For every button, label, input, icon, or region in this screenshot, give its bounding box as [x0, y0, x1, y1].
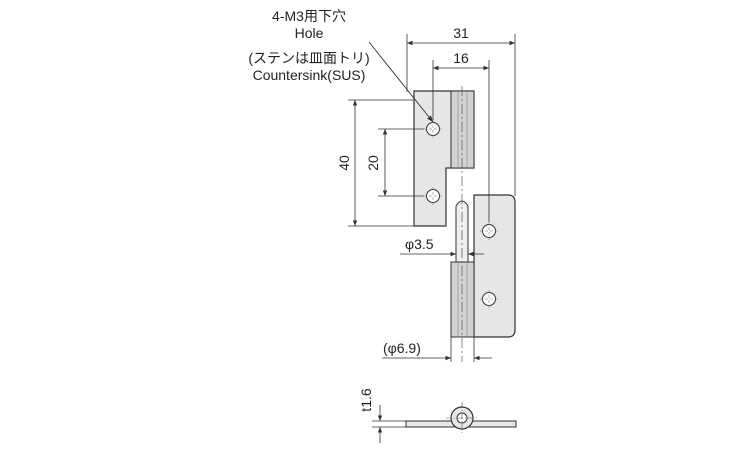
dim-pin-label: φ3.5 [405, 236, 434, 252]
note-line-3: (ステンは皿面トリ) [248, 50, 370, 66]
dim-knuckle-label: (φ6.9) [383, 340, 421, 356]
lower-knuckle [450, 261, 475, 338]
lower-leaf [473, 194, 516, 338]
dim-16-lines [432, 60, 490, 222]
dim-40-lines [348, 99, 414, 227]
dim-31-label: 31 [453, 25, 469, 41]
hole-upper-2 [424, 187, 442, 205]
dim-40-label: 40 [336, 155, 352, 171]
dim-thickness-lines [372, 405, 406, 443]
note-line-4: Countersink(SUS) [252, 67, 366, 83]
note-line-2: Hole [294, 25, 324, 41]
dim-thickness-label: t1.6 [358, 388, 374, 412]
dim-20-label: 20 [365, 155, 381, 171]
upper-knuckle [450, 90, 475, 169]
hole-lower-1 [480, 222, 498, 240]
note-leader [368, 41, 434, 123]
dim-knuckle-lines [382, 337, 492, 362]
note-line-1: 4-M3用下穴 [272, 8, 346, 24]
dim-31-lines [406, 34, 516, 196]
hole-lower-2 [480, 290, 498, 308]
hole-upper-1 [424, 120, 442, 138]
side-view [405, 402, 517, 434]
dim-pin-lines [400, 238, 484, 258]
dim-20-lines [378, 128, 424, 197]
dim-16-label: 16 [453, 50, 469, 66]
